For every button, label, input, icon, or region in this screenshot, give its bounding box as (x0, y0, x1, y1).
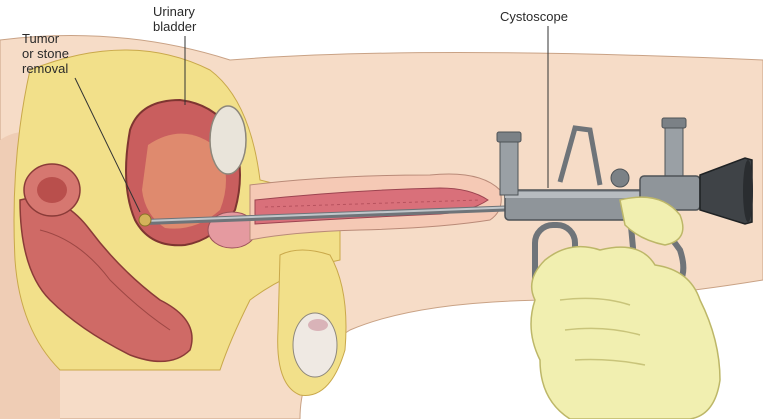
pubic-bone (210, 106, 246, 174)
label-cystoscope: Cystoscope (500, 9, 568, 24)
label-line: Urinary (153, 4, 196, 19)
label-urinary-bladder: Urinary bladder (153, 4, 196, 34)
label-line: or stone (22, 46, 69, 61)
label-line: bladder (153, 19, 196, 34)
label-line: Tumor (22, 31, 69, 46)
label-line: removal (22, 61, 69, 76)
label-tumor-or-stone-removal: Tumor or stone removal (22, 31, 69, 76)
scope-tip (139, 214, 151, 226)
